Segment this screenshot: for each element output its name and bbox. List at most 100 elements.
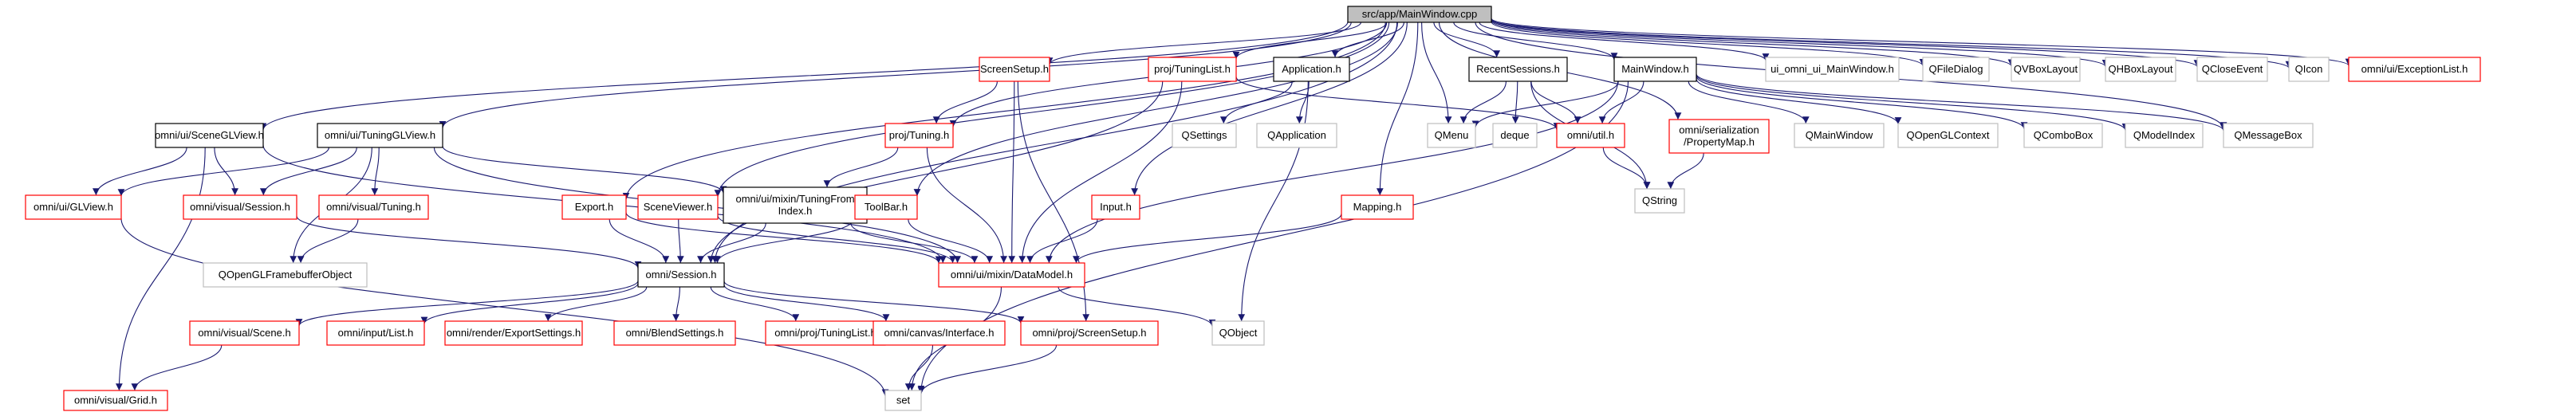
node-omni-blendsettings-h[interactable]: omni/BlendSettings.h: [613, 320, 736, 346]
node-omni-visual-grid-h[interactable]: omni/visual/Grid.h: [63, 390, 168, 411]
edge-main-to-toolbar: [913, 22, 1398, 196]
node-label: omni/BlendSettings.h: [626, 327, 724, 339]
node-qcombobox[interactable]: QComboBox: [2023, 123, 2103, 148]
node-label: QObject: [1219, 327, 1258, 339]
node-set[interactable]: set: [884, 390, 922, 411]
node-omni-ui-tuningglview-h[interactable]: omni/ui/TuningGLView.h: [317, 123, 443, 148]
node-box: [317, 123, 443, 148]
node-sceneviewer-h[interactable]: SceneViewer.h: [637, 194, 719, 220]
edge-screensetup-to-projtuning: [932, 80, 998, 124]
edge-projtuning-to-datamodel: [926, 147, 1007, 264]
node-box: [637, 262, 725, 288]
node-omni-proj-tuninglist-h[interactable]: omni/proj/TuningList.h: [765, 320, 886, 346]
node-omni-visual-tuning-h[interactable]: omni/visual/Tuning.h: [318, 194, 429, 220]
node-omni-visual-session-h[interactable]: omni/visual/Session.h: [183, 194, 297, 220]
node-label: QString: [1642, 194, 1677, 206]
edge-projtuninglist-to-session: [707, 80, 1164, 264]
edge-mainwindowh-to-datamodel: [1046, 80, 1619, 264]
node-qmessagebox[interactable]: QMessageBox: [2223, 123, 2314, 148]
node-qmodelindex[interactable]: QModelIndex: [2125, 123, 2204, 148]
node-qobject[interactable]: QObject: [1211, 320, 1265, 346]
edge-mainwindowh-to-qmainwindow: [1688, 80, 1810, 124]
node-label: QApplication: [1267, 129, 1326, 141]
node-box: [155, 123, 264, 148]
edge-sceneviewer-to-session: [676, 218, 684, 264]
node-label: deque: [1500, 129, 1529, 141]
node-box: [1922, 57, 1990, 82]
node-mainwindow-h[interactable]: MainWindow.h: [1613, 57, 1697, 82]
node-screensetup-h[interactable]: ScreenSetup.h: [979, 57, 1050, 82]
node-toolbar-h[interactable]: ToolBar.h: [854, 194, 918, 220]
edge-sceneglview-to-glview: [93, 147, 187, 196]
node-qcloseevent[interactable]: QCloseEvent: [2196, 57, 2268, 82]
node-box: [2196, 57, 2268, 82]
node-qapplication[interactable]: QApplication: [1256, 123, 1337, 148]
node-label: QIcon: [2295, 63, 2323, 75]
node-layer: src/app/MainWindow.cpp omni/ui/SceneGLVie…: [25, 6, 2481, 411]
node-box: [1492, 123, 1538, 148]
edge-main-to-mainwindowh: [1453, 22, 1618, 61]
edge-mainwindowh-to-qopenglcontext: [1696, 78, 1902, 125]
node-box: [1897, 123, 1999, 148]
node-qfiledialog[interactable]: QFileDialog: [1922, 57, 1990, 82]
node-qmenu[interactable]: QMenu: [1427, 123, 1476, 148]
node-label: /PropertyMap.h: [1684, 136, 1755, 148]
node-application-h[interactable]: Application.h: [1273, 57, 1350, 82]
node-box: [1613, 57, 1697, 82]
node-box: [2288, 57, 2330, 82]
node-qopenglcontext[interactable]: QOpenGLContext: [1897, 123, 1999, 148]
node-src-app-mainwindow-cpp[interactable]: src/app/MainWindow.cpp: [1347, 6, 1492, 23]
node-omni-ui-glview-h[interactable]: omni/ui/GLView.h: [25, 194, 122, 220]
edge-session-to-exportsettings: [544, 286, 648, 322]
node-proj-tuninglist-h[interactable]: proj/TuningList.h: [1148, 57, 1237, 82]
node-label: QSettings: [1181, 129, 1227, 141]
edge-mainwindowh-to-qcombobox: [1696, 76, 2028, 130]
node-omni-util-h[interactable]: omni/util.h: [1556, 123, 1625, 148]
edge-projtuninglist-to-omniutil: [1235, 76, 1561, 131]
node-omni-canvas-interface-h[interactable]: omni/canvas/Interface.h: [872, 320, 1006, 346]
edge-export-to-session: [609, 218, 670, 264]
node-omni-visual-scene-h[interactable]: omni/visual/Scene.h: [189, 320, 300, 346]
node-omni-proj-screensetup-h[interactable]: omni/proj/ScreenSetup.h: [1020, 320, 1159, 346]
edge-mapping-to-datamodel: [1073, 214, 1342, 264]
node-label: SceneViewer.h: [644, 201, 713, 213]
node-omni-ui-sceneglview-h[interactable]: omni/ui/SceneGLView.h: [155, 123, 264, 148]
node-deque[interactable]: deque: [1492, 123, 1538, 148]
edge-application-to-qsettings: [1219, 80, 1293, 124]
node-qvboxlayout[interactable]: QVBoxLayout: [2011, 57, 2081, 82]
node-omni-session-h[interactable]: omni/Session.h: [637, 262, 725, 288]
node-ui-omni-ui-mainwindow-h[interactable]: ui_omni_ui_MainWindow.h: [1765, 57, 1900, 82]
edge-main-to-screensetup: [1046, 22, 1361, 65]
node-recentsessions-h[interactable]: RecentSessions.h: [1468, 57, 1568, 82]
edge-main-to-application: [1331, 22, 1404, 58]
node-qstring[interactable]: QString: [1634, 188, 1685, 214]
node-qsettings[interactable]: QSettings: [1172, 123, 1237, 148]
node-export-h[interactable]: Export.h: [561, 194, 627, 220]
node-omni-serialization-propertymap-h[interactable]: omni/serialization/PropertyMap.h: [1668, 119, 1770, 154]
node-box: [1341, 194, 1414, 220]
node-label: ToolBar.h: [865, 201, 908, 213]
node-box: [1273, 57, 1350, 82]
node-label: omni/ui/ExceptionList.h: [2361, 63, 2468, 75]
node-mapping-h[interactable]: Mapping.h: [1341, 194, 1414, 220]
node-box: [1765, 57, 1900, 82]
node-box: [2125, 123, 2204, 148]
node-omni-ui-exceptionlist-h[interactable]: omni/ui/ExceptionList.h: [2348, 57, 2481, 82]
node-omni-input-list-h[interactable]: omni/input/List.h: [326, 320, 425, 346]
node-box: [183, 194, 297, 220]
node-input-h[interactable]: Input.h: [1091, 194, 1140, 220]
node-label: ui_omni_ui_MainWindow.h: [1771, 63, 1894, 75]
node-omni-render-exportsettings-h[interactable]: omni/render/ExportSettings.h: [444, 320, 583, 346]
node-proj-tuning-h[interactable]: proj/Tuning.h: [884, 123, 954, 148]
node-label: omni/util.h: [1567, 129, 1614, 141]
edge-screensetup-to-datamodel: [1008, 80, 1016, 264]
edge-mainwindowh-to-qmessagebox: [1696, 73, 2227, 131]
node-qhboxlayout[interactable]: QHBoxLayout: [2105, 57, 2176, 82]
node-omni-ui-mixin-datamodel-h[interactable]: omni/ui/mixin/DataModel.h: [938, 262, 1085, 288]
node-qopenglframebufferobject[interactable]: QOpenGLFramebufferObject: [203, 262, 368, 288]
node-qmainwindow[interactable]: QMainWindow: [1794, 123, 1885, 148]
node-box: [1020, 320, 1159, 346]
node-qicon[interactable]: QIcon: [2288, 57, 2330, 82]
edge-session-to-inputlist: [420, 283, 639, 324]
